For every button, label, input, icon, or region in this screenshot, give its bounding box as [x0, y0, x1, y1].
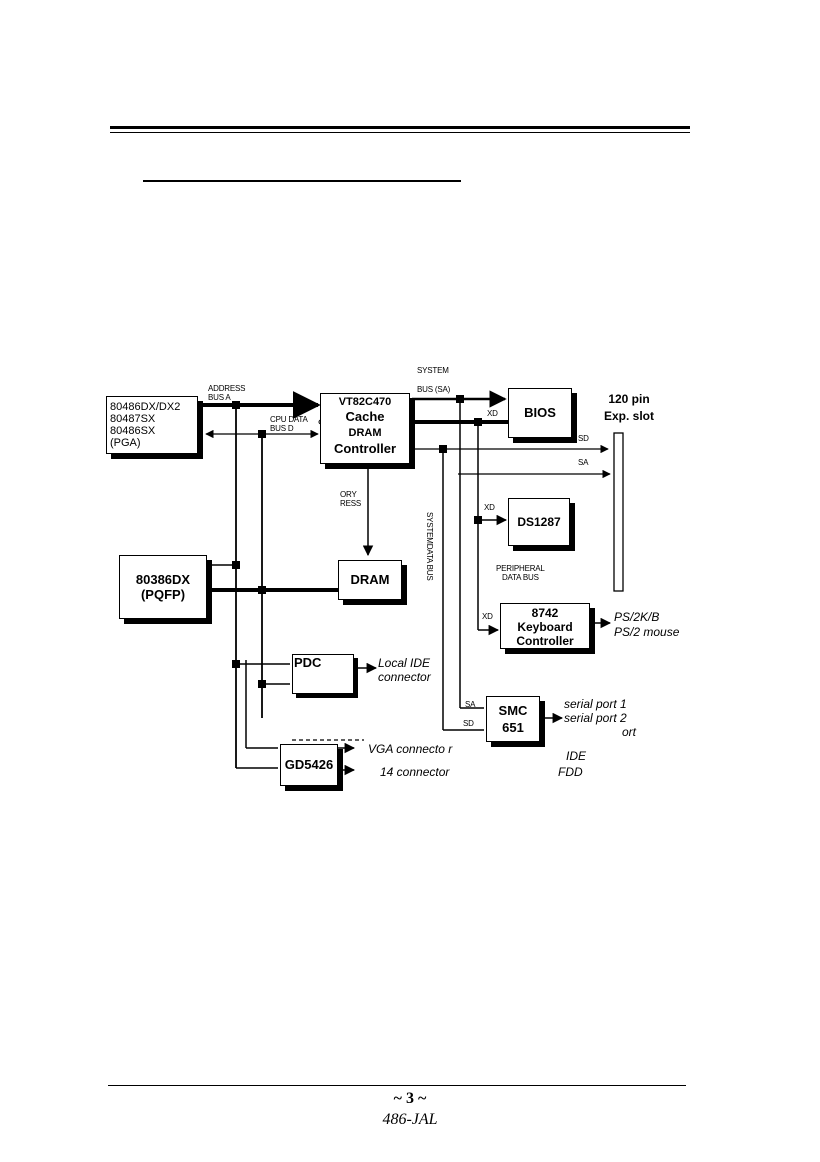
cpu-data-bus-label: CPU DATA BUS D	[270, 415, 308, 433]
system-bus-label: SYSTEM BUS (SA)	[417, 366, 450, 394]
system-data-bus-label: SYSTEMDATA BUS	[425, 512, 434, 580]
peripheral-data-bus-label: PERIPHERAL DATA BUS	[496, 564, 545, 582]
cpu-data-bus-label-line-2: BUS D	[270, 424, 294, 433]
section-underline	[143, 180, 461, 182]
page-number: ~ 3 ~	[393, 1090, 427, 1107]
gd5426-vga-block: GD5426	[280, 744, 338, 786]
header-rule-thick	[110, 126, 690, 129]
cpu-486-line-3: 80486SX	[110, 425, 156, 437]
rtc-label: DS1287	[517, 515, 561, 529]
dram-label: DRAM	[350, 572, 390, 587]
system-bus-label-line-2: BUS (SA)	[417, 385, 451, 394]
bios-block: BIOS	[508, 388, 572, 438]
sd-label-smc: SD	[463, 719, 474, 728]
gd5426-label: GD5426	[284, 757, 334, 772]
xd-label-kbc: XD	[482, 612, 493, 621]
header-rule-tab	[628, 128, 690, 129]
expansion-slot-label-line-1: 120 pin	[608, 392, 650, 406]
pdc-label: PDC	[294, 655, 322, 670]
xd-label-bios: XD	[487, 409, 498, 418]
sa-label-smc: SA	[465, 700, 476, 709]
vt82c470-controller-block: VT82C470 Cache DRAM Controller	[320, 393, 410, 464]
cpu-data-bus-label-line-1: CPU DATA	[270, 415, 308, 424]
header-rule-thin	[110, 132, 690, 133]
fdd-label: FDD	[558, 765, 583, 779]
sa-label-slot: SA	[578, 458, 589, 467]
cpu-486-line-2: 80487SX	[110, 413, 156, 425]
kbc-line-3: Controller	[516, 634, 574, 648]
ds1287-rtc-block: DS1287	[508, 498, 570, 546]
expansion-slot-label-line-2: Exp. slot	[604, 409, 655, 423]
peripheral-data-bus-label-line-2: DATA BUS	[501, 573, 539, 582]
controller-line-2: Cache	[345, 409, 385, 424]
ps2-ports-label: PS/2K/B PS/2 mouse	[614, 610, 679, 640]
expansion-slot-label: 120 pin Exp. slot	[604, 391, 654, 425]
smc-line-2: 651	[502, 720, 524, 735]
peripheral-data-bus-label-line-1: PERIPHERAL	[496, 564, 545, 573]
address-bus-label: ADDRESS BUS A	[208, 384, 245, 402]
local-ide-label-line-2: connector	[378, 670, 431, 684]
serial-port-1-label: serial port 1	[564, 697, 627, 711]
kbc-line-1: 8742	[531, 606, 559, 620]
cpu-486-block: 80486DX/DX2 80487SX 80486SX (PGA)	[106, 396, 198, 454]
ps2-keyboard-label: PS/2K/B	[614, 610, 660, 624]
system-data-bus-label-text: SYSTEMDATA BUS	[425, 512, 434, 581]
footer-rule	[108, 1085, 686, 1086]
controller-line-1: VT82C470	[338, 396, 392, 408]
local-ide-label-line-1: Local IDE	[378, 656, 431, 670]
local-ide-connector-label: Local IDE connector	[378, 656, 431, 684]
system-bus-label-line-1: SYSTEM	[417, 366, 449, 375]
memory-address-label-line-1: ORY	[340, 490, 357, 499]
keyboard-controller-block: 8742 Keyboard Controller	[500, 603, 590, 649]
controller-line-3: DRAM	[348, 427, 382, 439]
cpu-386-block: 80386DX (PQFP)	[119, 555, 207, 619]
xd-label-rtc: XD	[484, 503, 495, 512]
kbc-line-2: Keyboard	[517, 620, 573, 634]
controller-line-4: Controller	[333, 441, 397, 456]
smc-651-block: SMC 651	[486, 696, 540, 742]
address-bus-label-line-1: ADDRESS	[208, 384, 246, 393]
memory-address-label: ORY RESS	[340, 490, 361, 508]
cpu-486-line-4: (PGA)	[110, 437, 141, 449]
ide-label: IDE	[566, 749, 587, 763]
memory-address-label-line-2: RESS	[340, 499, 361, 508]
bios-label: BIOS	[524, 405, 556, 420]
serial-ports-label: serial port 1 serial port 2 ort	[564, 697, 636, 739]
sd-label-slot: SD	[578, 434, 589, 443]
dram-block: DRAM	[338, 560, 402, 600]
pdc-block: PDC	[292, 654, 354, 694]
smc-line-1: SMC	[498, 703, 528, 718]
vga-connector-label: VGA connecto r	[368, 742, 453, 756]
feature-connector-label: 14 connector	[380, 765, 450, 779]
ps2-mouse-label: PS/2 mouse	[614, 625, 680, 639]
address-bus-label-line-2: BUS A	[208, 393, 231, 402]
model-name: 486-JAL	[382, 1111, 438, 1128]
cpu-386-line-2: (PQFP)	[140, 587, 186, 602]
parallel-port-label: ort	[622, 725, 637, 739]
serial-port-2-label: serial port 2	[564, 711, 627, 725]
cpu-486-line-1: 80486DX/DX2	[110, 401, 181, 413]
cpu-386-line-1: 80386DX	[135, 572, 191, 587]
